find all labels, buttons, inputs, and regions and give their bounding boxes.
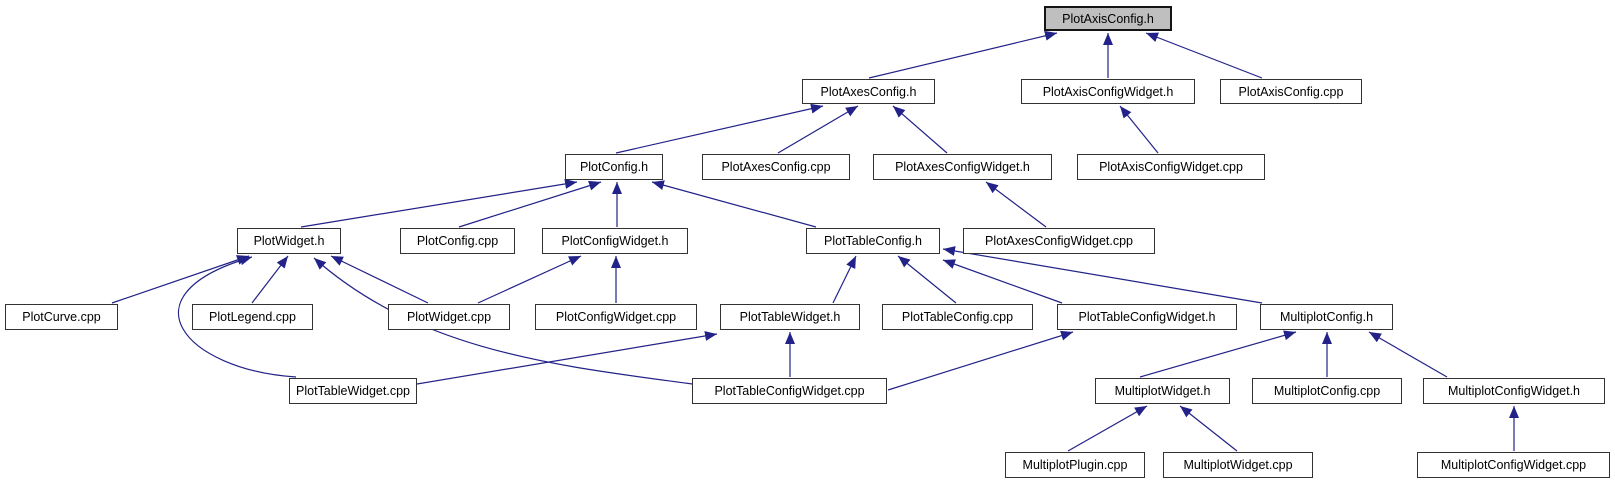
node-PlotTableConfig_cpp[interactable]: PlotTableConfig.cpp [882,304,1033,330]
edge-MultiplotConfigWidget_h-to-MultiplotConfig_h [1368,331,1448,378]
edge-MultiplotPlugin_cpp-to-MultiplotWidget_h [1067,405,1148,452]
edge-PlotConfig_h-to-PlotAxesConfig_h [615,103,824,154]
node-PlotAxisConfigWidget_h[interactable]: PlotAxisConfigWidget.h [1021,79,1195,104]
node-PlotTableConfig_h[interactable]: PlotTableConfig.h [806,228,940,254]
edge-PlotLegend_cpp-to-PlotWidget_h [251,255,289,304]
edge-PlotTableWidget_cpp-to-PlotWidget_h [178,255,297,378]
node-PlotLegend_cpp[interactable]: PlotLegend.cpp [192,304,313,330]
node-PlotWidget_cpp[interactable]: PlotWidget.cpp [388,304,510,330]
node-PlotAxesConfigWidget_cpp[interactable]: PlotAxesConfigWidget.cpp [963,228,1155,254]
edge-PlotTableConfigWidget_cpp-to-PlotWidget_h [313,257,693,385]
edge-PlotWidget_cpp-to-PlotWidget_h [330,255,429,304]
node-PlotAxisConfig_cpp[interactable]: PlotAxisConfig.cpp [1220,79,1362,104]
node-MultiplotWidget_cpp[interactable]: MultiplotWidget.cpp [1163,452,1313,478]
node-MultiplotPlugin_cpp[interactable]: MultiplotPlugin.cpp [1005,452,1145,478]
node-PlotConfig_h[interactable]: PlotConfig.h [565,154,663,180]
edge-PlotTableConfigWidget_h-to-PlotTableConfig_h [942,259,1063,304]
node-PlotConfig_cpp[interactable]: PlotConfig.cpp [400,228,515,254]
node-PlotAxesConfig_cpp[interactable]: PlotAxesConfig.cpp [702,154,850,180]
node-MultiplotConfig_cpp[interactable]: MultiplotConfig.cpp [1252,378,1402,404]
node-MultiplotConfigWidget_cpp[interactable]: MultiplotConfigWidget.cpp [1417,452,1610,478]
edge-PlotTableConfig_cpp-to-PlotTableConfig_h [897,255,957,304]
edge-MultiplotWidget_cpp-to-MultiplotWidget_h [1179,405,1238,452]
node-PlotTableWidget_cpp[interactable]: PlotTableWidget.cpp [289,378,417,404]
edge-PlotTableWidget_h-to-PlotTableConfig_h [832,255,857,304]
edge-PlotAxisConfigWidget_cpp-to-PlotAxisConfigWidget_h [1119,105,1159,154]
node-PlotAxisConfig_h[interactable]: PlotAxisConfig.h [1044,6,1172,31]
edge-PlotWidget_cpp-to-PlotConfigWidget_h [477,255,582,304]
edge-PlotTableConfig_h-to-PlotConfig_h [651,180,817,228]
node-MultiplotConfig_h[interactable]: MultiplotConfig.h [1260,304,1393,330]
edge-PlotAxesConfig_h-to-PlotAxisConfig_h [868,30,1058,79]
node-PlotConfigWidget_h[interactable]: PlotConfigWidget.h [542,228,688,254]
edge-PlotConfig_cpp-to-PlotConfig_h [458,180,602,228]
node-PlotAxesConfigWidget_h[interactable]: PlotAxesConfigWidget.h [873,154,1052,180]
node-PlotAxisConfigWidget_cpp[interactable]: PlotAxisConfigWidget.cpp [1077,154,1265,180]
edge-PlotAxisConfig_cpp-to-PlotAxisConfig_h [1145,32,1263,79]
edge-MultiplotWidget_h-to-MultiplotConfig_h [1139,330,1297,378]
node-MultiplotConfigWidget_h[interactable]: MultiplotConfigWidget.h [1423,378,1605,404]
node-PlotWidget_h[interactable]: PlotWidget.h [237,228,341,254]
edge-PlotTableConfigWidget_cpp-to-PlotTableConfigWidget_h [887,330,1074,391]
node-PlotTableConfigWidget_cpp[interactable]: PlotTableConfigWidget.cpp [692,378,887,404]
edge-PlotTableWidget_cpp-to-PlotTableWidget_h [416,331,718,385]
edge-MultiplotConfig_h-to-PlotTableConfig_h [942,246,1263,304]
edge-PlotCurve_cpp-to-PlotWidget_h [111,255,250,304]
edge-PlotAxesConfigWidget_h-to-PlotAxesConfig_h [892,105,948,154]
edge-PlotAxesConfig_cpp-to-PlotAxesConfig_h [777,105,859,154]
node-MultiplotWidget_h[interactable]: MultiplotWidget.h [1095,378,1230,404]
edge-PlotAxesConfigWidget_cpp-to-PlotAxesConfigWidget_h [985,181,1047,228]
edge-PlotWidget_h-to-PlotConfig_h [300,178,578,228]
node-PlotAxesConfig_h[interactable]: PlotAxesConfig.h [802,79,935,104]
node-PlotCurve_cpp[interactable]: PlotCurve.cpp [5,304,118,330]
node-PlotConfigWidget_cpp[interactable]: PlotConfigWidget.cpp [535,304,697,330]
node-PlotTableWidget_h[interactable]: PlotTableWidget.h [720,304,860,330]
node-PlotTableConfigWidget_h[interactable]: PlotTableConfigWidget.h [1057,304,1237,330]
